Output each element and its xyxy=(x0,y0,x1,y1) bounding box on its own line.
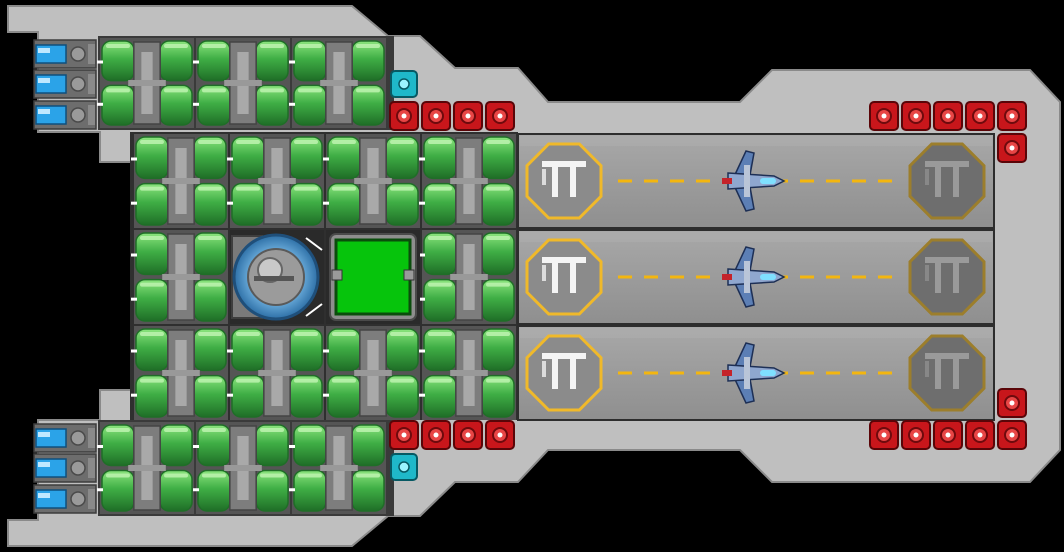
turret-icon xyxy=(997,420,1027,450)
storage-tank-icon xyxy=(227,326,324,420)
thruster-icon xyxy=(33,453,97,483)
storage-tank-icon xyxy=(419,230,516,324)
thruster-icon xyxy=(33,69,97,99)
turret-icon xyxy=(965,101,995,131)
modules-layer xyxy=(33,38,516,514)
turret-icon xyxy=(965,420,995,450)
turret-icon xyxy=(933,420,963,450)
turret-icon xyxy=(933,101,963,131)
storage-tank-icon xyxy=(323,134,420,228)
reactor-panel-icon xyxy=(326,230,420,324)
storage-tank-icon xyxy=(193,422,290,514)
sensor-block-icon xyxy=(390,70,418,98)
turret-icon xyxy=(997,133,1027,163)
fighter-ship-icon xyxy=(722,246,786,308)
storage-tank-icon xyxy=(193,38,290,128)
storage-tank-icon xyxy=(131,230,228,324)
storage-tank-icon xyxy=(289,422,386,514)
landing-pad-icon xyxy=(525,334,603,412)
storage-tank-icon xyxy=(419,134,516,228)
turret-icon xyxy=(485,101,515,131)
fighter-ship-icon xyxy=(722,342,786,404)
shield-generator-icon xyxy=(230,230,324,324)
turret-icon xyxy=(485,420,515,450)
storage-tank-icon xyxy=(227,134,324,228)
turret-icon xyxy=(453,420,483,450)
turret-icon xyxy=(997,101,1027,131)
storage-tank-icon xyxy=(131,326,228,420)
thruster-icon xyxy=(33,100,97,130)
turret-icon xyxy=(421,101,451,131)
turret-icon xyxy=(997,388,1027,418)
turret-icon xyxy=(389,101,419,131)
landing-pad-icon xyxy=(525,238,603,316)
storage-tank-icon xyxy=(289,38,386,128)
landing-pad-icon xyxy=(525,142,603,220)
landing-pad-icon xyxy=(908,142,986,220)
thruster-icon xyxy=(33,423,97,453)
thruster-icon xyxy=(33,484,97,514)
turret-icon xyxy=(421,420,451,450)
storage-tank-icon xyxy=(97,38,194,128)
storage-tank-icon xyxy=(97,422,194,514)
turret-icon xyxy=(453,101,483,131)
storage-tank-icon xyxy=(323,326,420,420)
turrets-layer xyxy=(389,70,1027,481)
hangar xyxy=(517,133,995,421)
turret-icon xyxy=(869,420,899,450)
turret-icon xyxy=(901,101,931,131)
fighter-ship-icon xyxy=(722,150,786,212)
turret-icon xyxy=(869,101,899,131)
turret-icon xyxy=(389,420,419,450)
landing-pad-icon xyxy=(908,238,986,316)
storage-tank-icon xyxy=(419,326,516,420)
landing-pad-icon xyxy=(908,334,986,412)
storage-tank-icon xyxy=(131,134,228,228)
turret-icon xyxy=(901,420,931,450)
sensor-block-icon xyxy=(390,453,418,481)
thruster-icon xyxy=(33,39,97,69)
